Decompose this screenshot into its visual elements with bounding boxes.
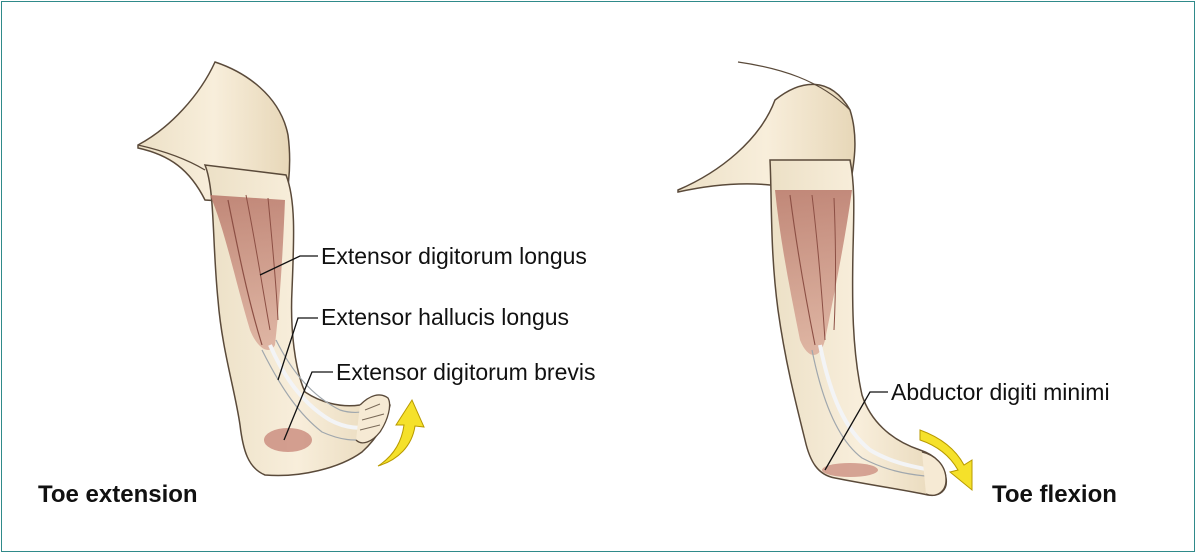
caption-toe-flexion: Toe flexion (992, 483, 1117, 507)
toes-extended (356, 395, 390, 443)
label-extensor-digitorum-longus: Extensor digitorum longus (321, 245, 587, 268)
leg-toe-flexion (678, 62, 946, 495)
caption-toe-extension: Toe extension (38, 483, 198, 507)
toes-flexed (922, 452, 946, 495)
label-abductor-digiti-minimi: Abductor digiti minimi (891, 381, 1110, 404)
label-extensor-digitorum-brevis: Extensor digitorum brevis (336, 361, 596, 384)
muscle-abductor-digiti-minimi (822, 463, 878, 477)
label-extensor-hallucis-longus: Extensor hallucis longus (321, 306, 569, 329)
